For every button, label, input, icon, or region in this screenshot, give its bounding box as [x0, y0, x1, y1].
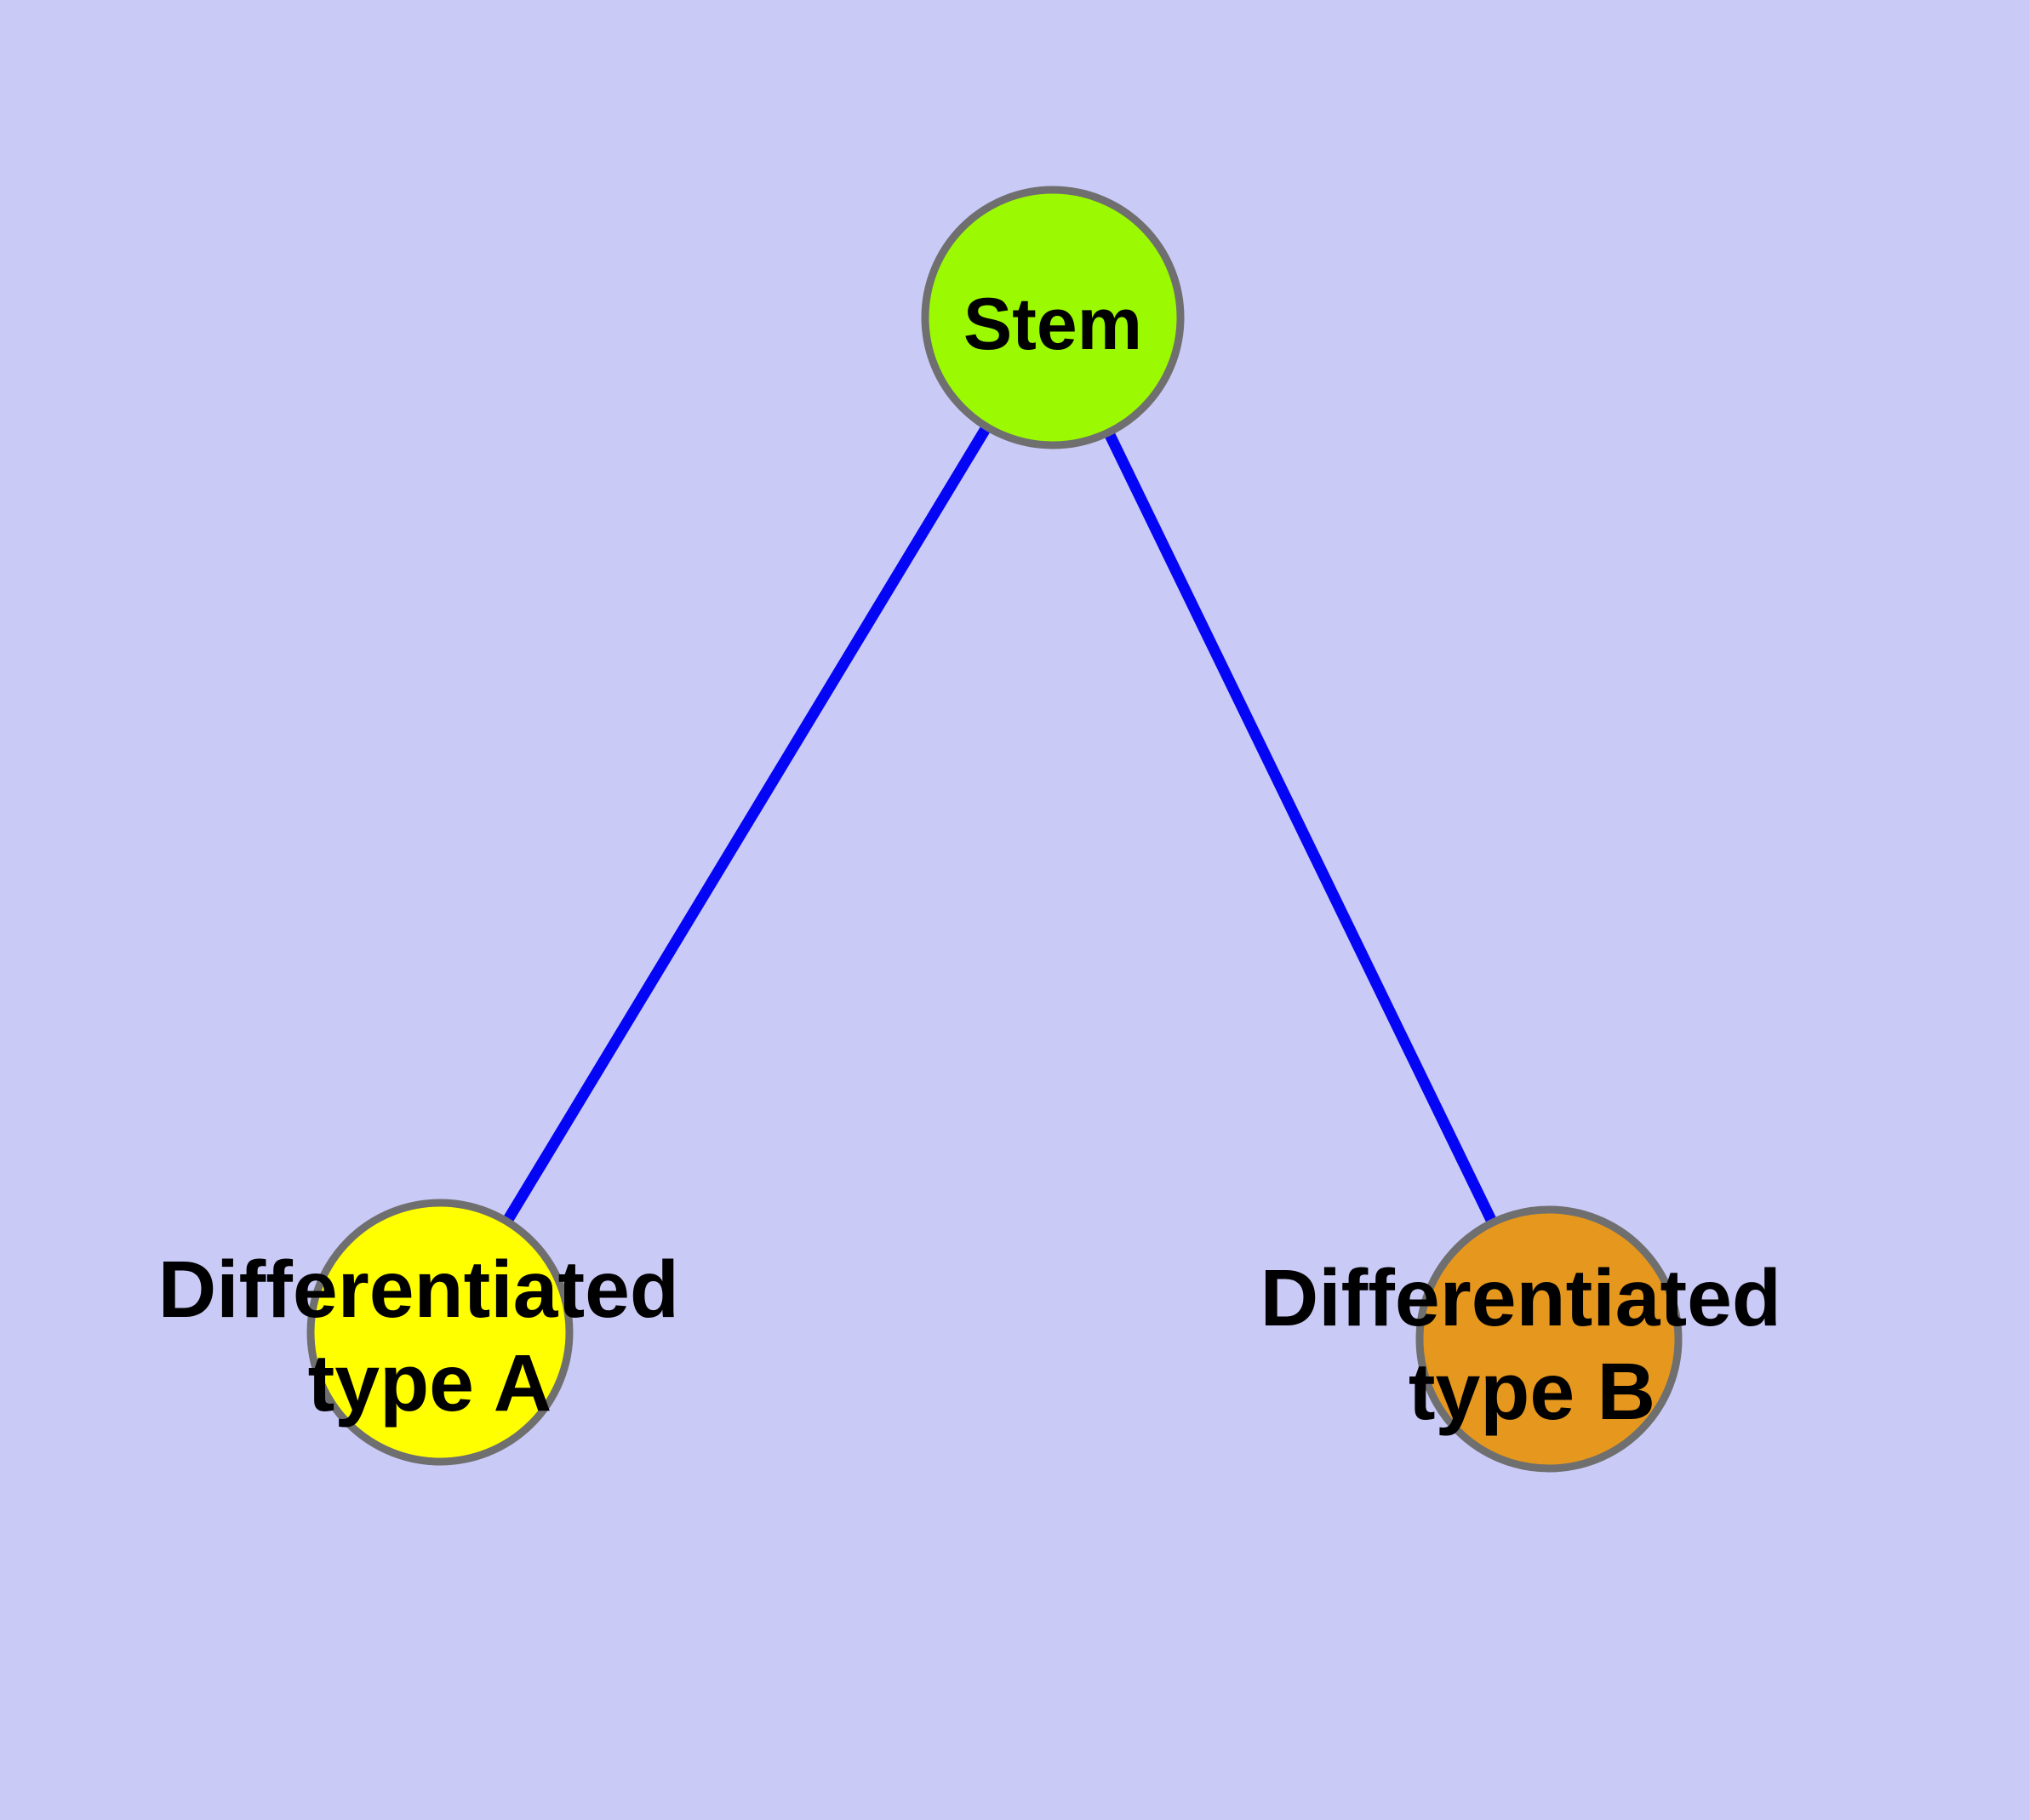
node-differentiated-type-a-label: Differentiated type A [158, 1245, 702, 1428]
node-differentiated-type-b-label: Differentiated type B [1260, 1253, 1804, 1437]
node-a-label-line-2: type A [308, 1338, 552, 1428]
node-b-label-line-1: Differentiated [1260, 1253, 1781, 1343]
edge-stem-to-type-b [1048, 315, 1554, 1342]
node-stem-label: Stem [963, 283, 1142, 365]
node-differentiated-type-b [1415, 1205, 1683, 1473]
node-differentiated-type-a [306, 1199, 574, 1466]
node-a-label-line-1: Differentiated [158, 1245, 679, 1335]
node-stem [921, 186, 1185, 449]
node-b-label-line-2: type B [1409, 1347, 1655, 1437]
edge-stem-to-type-a [435, 314, 1058, 1336]
